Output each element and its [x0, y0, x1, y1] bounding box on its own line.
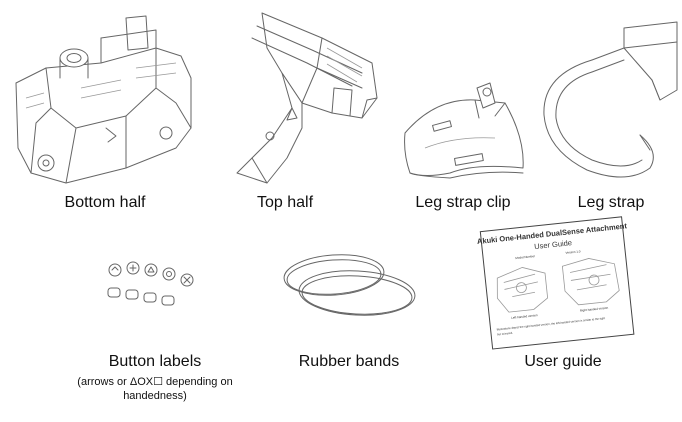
label-chip: [108, 261, 194, 287]
bottom-half-illustration: [6, 8, 206, 193]
caption-top-half: Top half: [256, 194, 314, 211]
top-half-illustration: [222, 8, 392, 193]
rubber-bands-illustration: [272, 245, 432, 325]
guide-illustration-left: [496, 267, 549, 313]
caption-rubber-bands: Rubber bands: [298, 353, 400, 370]
caption-button-labels: Button labels: [108, 353, 202, 370]
guide-caption-left: Left-handed version: [511, 313, 538, 320]
guide-illustration-right: [561, 258, 620, 306]
leg-strap-illustration: [532, 20, 682, 190]
guide-subtitle: User Guide: [534, 238, 573, 251]
guide-caption-right: Right-handed version: [580, 306, 609, 313]
guide-meta-left: Model Number: [515, 254, 535, 260]
caption-user-guide: User guide: [524, 353, 602, 370]
guide-footer-2: but mirrored.: [497, 331, 513, 337]
guide-meta-right: Version 1.0: [565, 249, 581, 255]
user-guide-document: Akuki One-Handed DualSense Attachment Us…: [476, 212, 636, 352]
leg-strap-clip-illustration: [395, 78, 535, 188]
caption-button-labels-note: (arrows or ΔOX☐ depending on handedness): [77, 376, 233, 402]
button-labels-illustration: [100, 258, 210, 318]
caption-leg-strap: Leg strap: [577, 194, 645, 211]
caption-bottom-half: Bottom half: [64, 194, 146, 211]
caption-leg-strap-clip: Leg strap clip: [415, 194, 511, 211]
label-chip-row-2: [107, 287, 175, 306]
